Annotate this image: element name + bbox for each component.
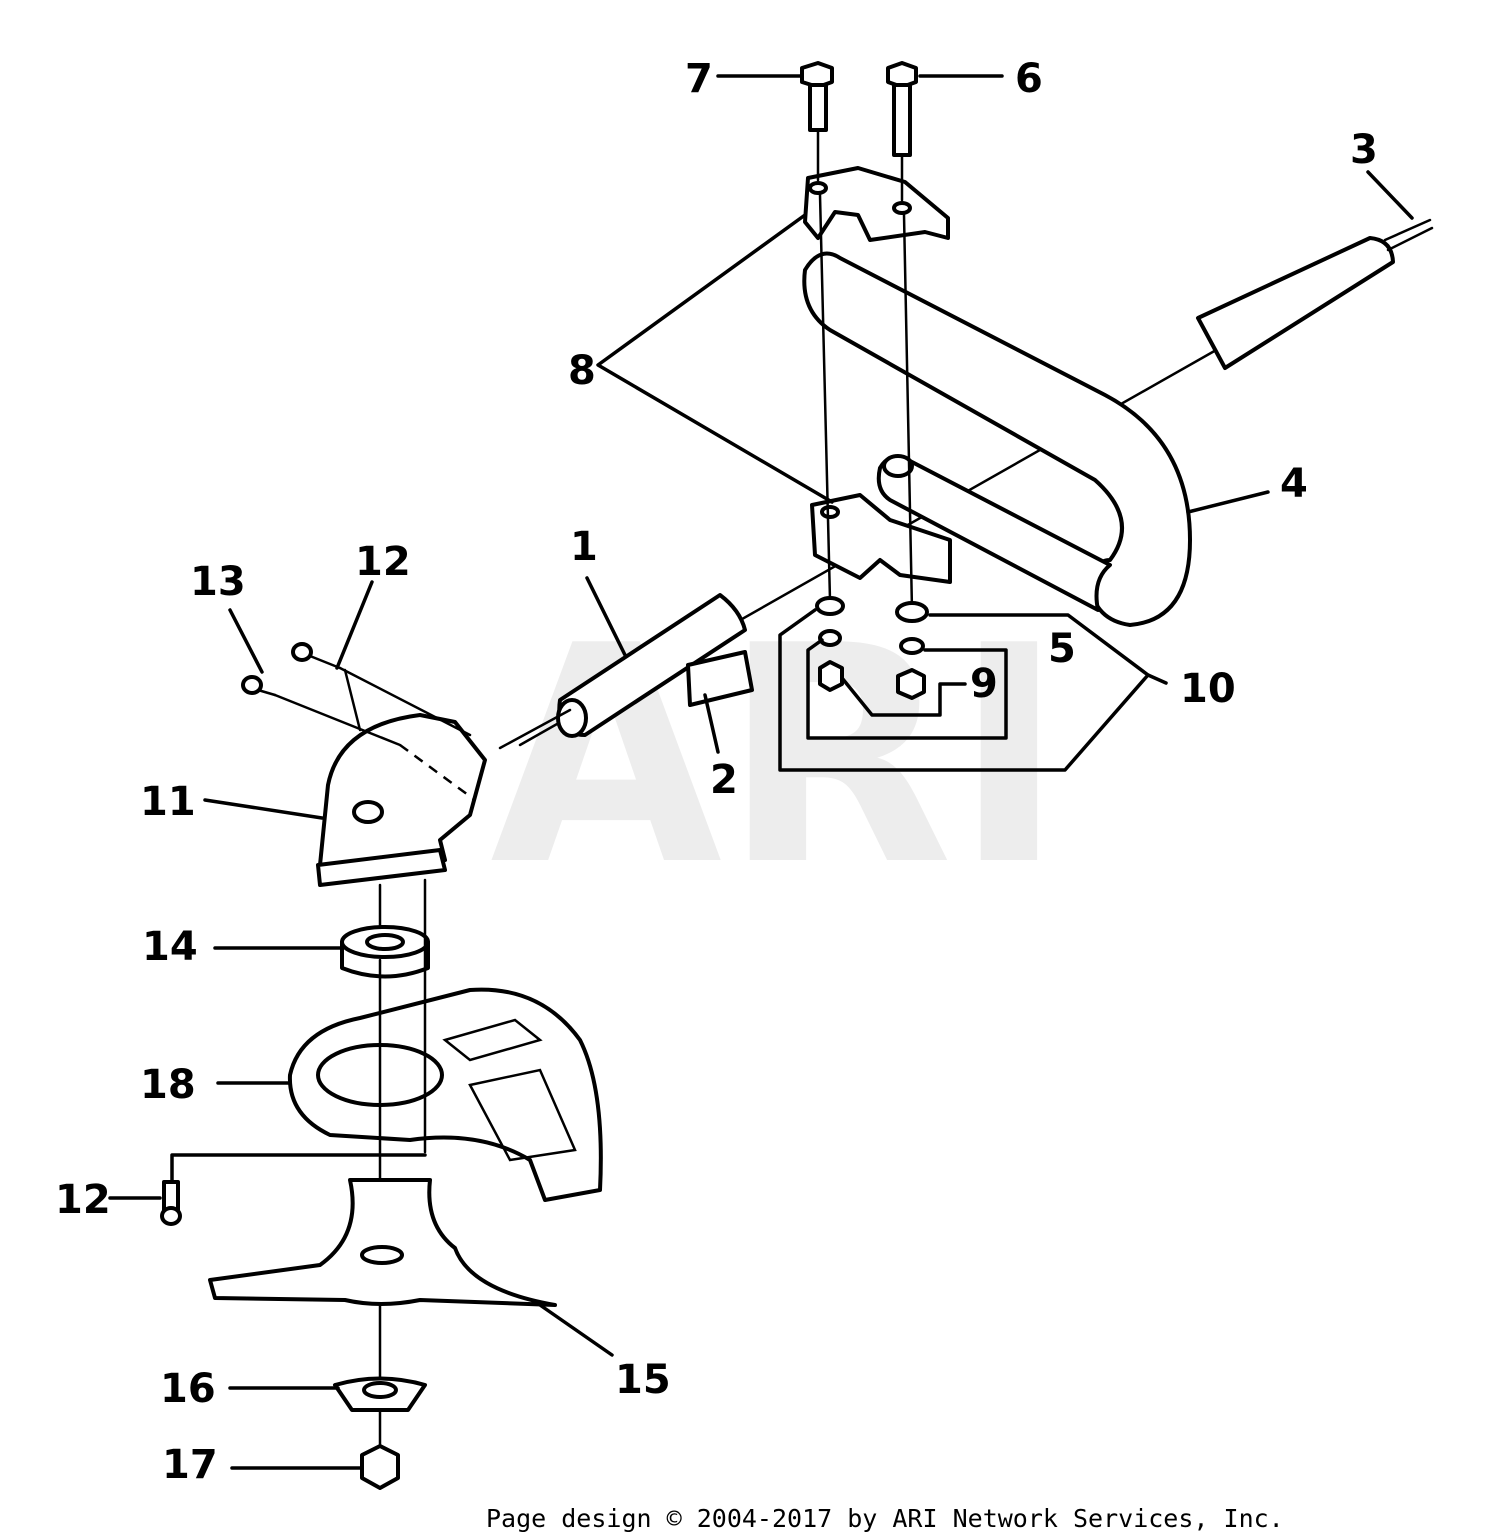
blade-part-15 bbox=[208, 1178, 557, 1307]
screw-part-12-lower bbox=[160, 1153, 427, 1226]
callout-5: 5 bbox=[1048, 626, 1076, 672]
bolt-part-6 bbox=[886, 61, 918, 202]
handle-part-4 bbox=[802, 251, 1192, 627]
gear-head-part-11 bbox=[316, 713, 487, 932]
clamp-upper-part-8 bbox=[803, 166, 950, 242]
callout-8: 8 bbox=[568, 348, 596, 394]
bolt-part-7 bbox=[800, 61, 834, 182]
callout-18: 18 bbox=[140, 1062, 196, 1108]
nut-part-9-right bbox=[896, 668, 926, 700]
tube-part-1 bbox=[498, 593, 747, 750]
washer-part-10-right bbox=[895, 601, 929, 623]
nut-part-17 bbox=[360, 1444, 400, 1490]
callout-13: 13 bbox=[190, 559, 246, 605]
callout-9: 9 bbox=[970, 661, 998, 707]
screw-part-12-upper bbox=[291, 642, 472, 737]
bearing-part-14 bbox=[340, 925, 430, 979]
washer-part-10-left bbox=[815, 596, 845, 616]
shield-part-18 bbox=[287, 987, 603, 1202]
callout-12-lower: 12 bbox=[55, 1177, 111, 1223]
callout-12-upper: 12 bbox=[355, 539, 411, 585]
callout-10: 10 bbox=[1180, 666, 1236, 712]
clamp-lower-part-8 bbox=[810, 493, 952, 584]
callout-4: 4 bbox=[1280, 461, 1308, 507]
callout-3: 3 bbox=[1350, 127, 1378, 173]
adapter-part-16 bbox=[333, 1376, 427, 1412]
lockwasher-part-5-right bbox=[899, 637, 925, 655]
callout-15: 15 bbox=[615, 1357, 671, 1403]
watermark: ARI bbox=[490, 582, 1065, 931]
footer-copyright: Page design © 2004-2017 by ARI Network S… bbox=[486, 1504, 1284, 1533]
callout-7: 7 bbox=[685, 56, 713, 102]
callout-16: 16 bbox=[160, 1366, 216, 1412]
screw-part-13 bbox=[241, 675, 402, 747]
callout-1: 1 bbox=[570, 524, 598, 570]
callout-6: 6 bbox=[1015, 56, 1043, 102]
callout-2: 2 bbox=[710, 757, 738, 803]
lockwasher-part-5-left bbox=[818, 629, 842, 647]
callout-11: 11 bbox=[140, 779, 196, 825]
callout-14: 14 bbox=[142, 924, 198, 970]
liner-part-2 bbox=[686, 650, 754, 707]
callout-17: 17 bbox=[162, 1442, 218, 1488]
nut-part-9-left bbox=[818, 660, 844, 692]
